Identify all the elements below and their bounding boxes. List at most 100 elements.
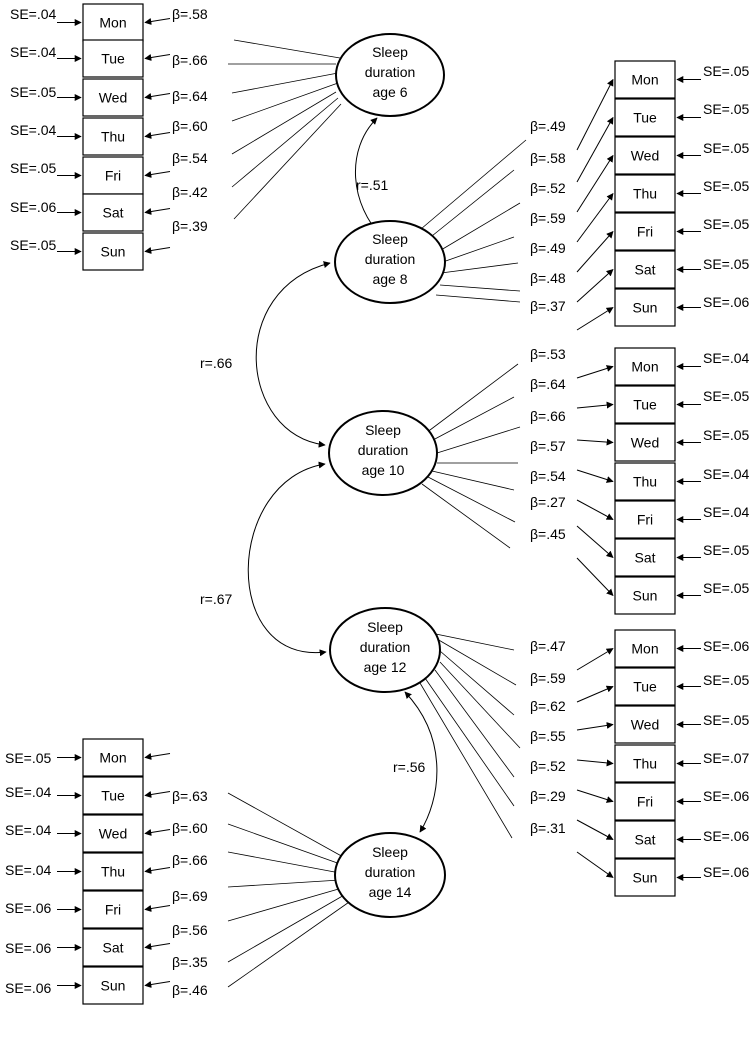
indicator-box: [82, 738, 144, 777]
indicator-box: [614, 98, 676, 137]
loading-line: [439, 661, 521, 749]
se-label: SE=.04: [10, 6, 57, 22]
latent-label: Sleep: [367, 619, 403, 635]
se-label: SE=.04: [10, 122, 57, 138]
correlation-curve: [247, 461, 327, 657]
loading-line: [227, 792, 346, 859]
loading-arrow: [144, 829, 171, 836]
se-label: SE=.05: [703, 63, 750, 79]
indicator-box: [82, 3, 144, 42]
indicator-day-label: Tue: [633, 110, 657, 126]
beta-label: β=.49: [530, 240, 566, 256]
loading-line: [435, 294, 521, 303]
loading-arrow: [576, 525, 614, 558]
indicator-day-label: Sun: [101, 244, 126, 260]
indicator-day-label: Sat: [102, 205, 123, 221]
loading-arrow: [576, 789, 614, 803]
beta-label: β=.48: [530, 270, 566, 286]
latent-label: Sleep: [365, 422, 401, 438]
beta-label: β=.60: [172, 118, 208, 134]
beta-label: β=.66: [172, 52, 208, 68]
beta-label: β=.53: [530, 346, 566, 362]
indicator-box: [614, 576, 676, 615]
loading-line: [436, 638, 517, 686]
loading-line: [227, 887, 343, 922]
latent-ellipse: [335, 33, 445, 117]
beta-label: β=.52: [530, 758, 566, 774]
indicator-day-label: Sun: [101, 978, 126, 994]
indicator-day-label: Sat: [634, 550, 655, 566]
loading-line: [440, 262, 519, 274]
indicator-box: [82, 890, 144, 929]
loading-arrow: [576, 759, 614, 767]
beta-label: β=.35: [172, 954, 208, 970]
loading-arrow: [576, 154, 614, 213]
beta-label: β=.37: [530, 298, 566, 314]
loading-arrow: [576, 365, 614, 379]
loading-line: [231, 97, 339, 188]
latent-label: duration: [365, 864, 416, 880]
indicator-box: [614, 250, 676, 289]
indicator-box: [614, 462, 676, 501]
se-label: SE=.05: [703, 101, 750, 117]
se-label: SE=.06: [5, 940, 52, 956]
loading-arrow: [576, 648, 614, 671]
loading-line: [435, 202, 521, 254]
indicator-day-label: Wed: [631, 148, 660, 164]
indicator-box: [614, 538, 676, 577]
loading-line: [227, 879, 341, 888]
se-label: SE=.06: [5, 980, 52, 996]
se-label: SE=.06: [703, 864, 750, 880]
beta-label: β=.49: [530, 118, 566, 134]
se-label: SE=.06: [703, 828, 750, 844]
beta-label: β=.58: [530, 150, 566, 166]
indicator-day-label: Mon: [631, 641, 658, 657]
loading-arrow: [144, 93, 171, 100]
loading-arrow: [576, 557, 614, 597]
indicator-box: [82, 193, 144, 232]
indicator-box: [614, 347, 676, 386]
loading-line: [436, 426, 521, 454]
indicator-day-label: Fri: [637, 794, 653, 810]
se-label: SE=.05: [10, 237, 57, 253]
loading-arrow: [144, 981, 171, 988]
indicator-day-label: Thu: [633, 474, 657, 490]
loading-arrow: [144, 791, 171, 798]
beta-label: β=.64: [530, 376, 566, 392]
indicator-day-label: Sun: [633, 870, 658, 886]
beta-label: β=.55: [530, 728, 566, 744]
indicator-day-label: Sun: [633, 588, 658, 604]
loading-arrow: [576, 469, 614, 483]
beta-label: β=.47: [530, 638, 566, 654]
loading-lines: [57, 18, 701, 989]
latent-label: Sleep: [372, 844, 408, 860]
indicator-day-label: Tue: [633, 397, 657, 413]
beta-label: β=.59: [530, 210, 566, 226]
se-label: SE=.07: [703, 750, 750, 766]
loading-arrow: [144, 753, 171, 760]
loading-line: [231, 72, 339, 94]
loading-line: [425, 631, 515, 651]
loading-arrow: [144, 18, 171, 25]
indicator-day-label: Sun: [633, 300, 658, 316]
loading-line: [421, 169, 515, 245]
se-label: SE=.04: [703, 504, 750, 520]
beta-label: β=.57: [530, 438, 566, 454]
loading-line: [421, 483, 511, 549]
indicator-day-label: Thu: [633, 756, 657, 772]
diagram-labels: β=.58SE=.04β=.66SE=.04β=.64SE=.05β=.60SE…: [5, 6, 750, 998]
indicator-box: [614, 212, 676, 251]
indicator-day-label: Wed: [631, 435, 660, 451]
loading-line: [227, 893, 347, 963]
se-label: SE=.05: [10, 160, 57, 176]
latent-ellipse: [334, 220, 446, 304]
indicator-box: [82, 928, 144, 967]
beta-label: β=.66: [172, 852, 208, 868]
se-label: SE=.04: [5, 862, 52, 878]
se-label: SE=.05: [703, 542, 750, 558]
indicator-day-label: Mon: [99, 750, 126, 766]
loading-arrow: [576, 307, 614, 331]
indicator-day-label: Fri: [105, 168, 121, 184]
loading-arrow: [576, 401, 614, 409]
